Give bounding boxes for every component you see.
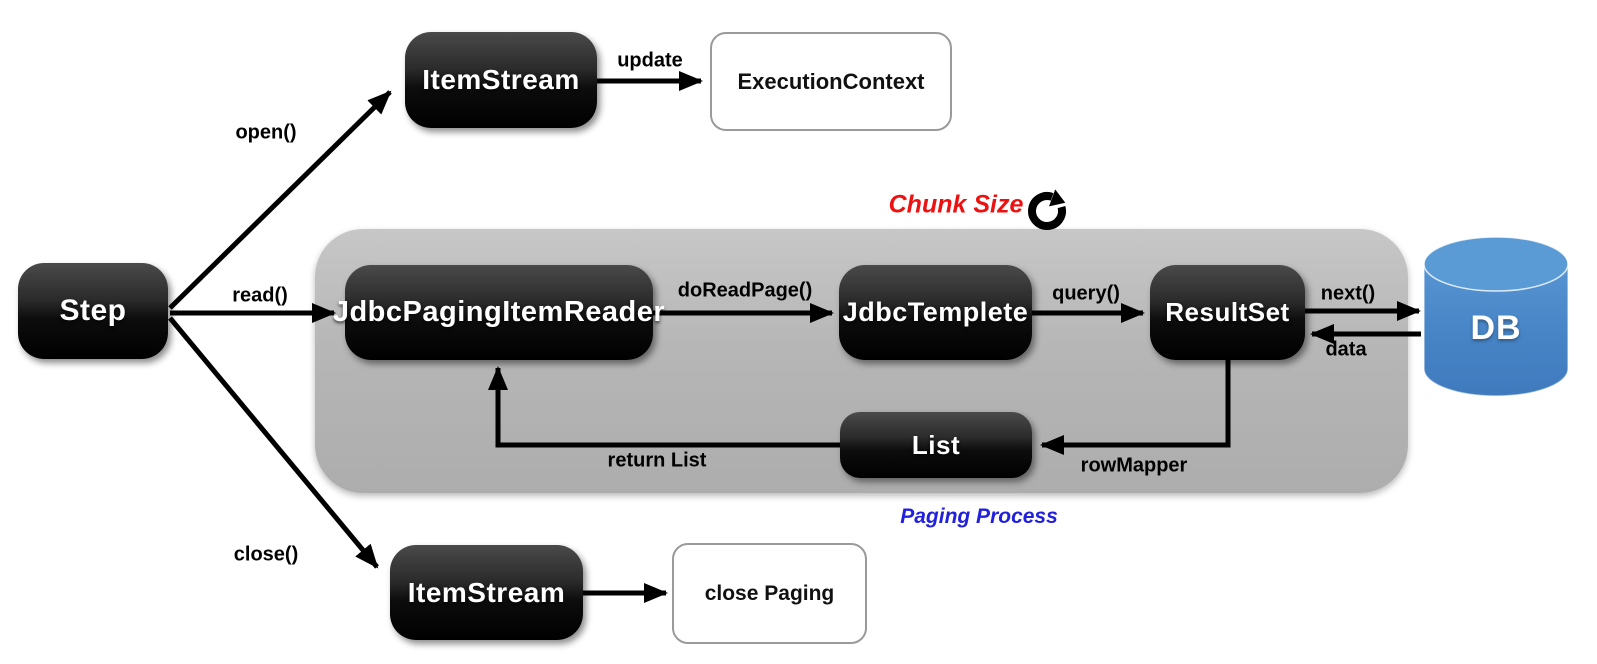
edge-label-query: query() [1052, 282, 1120, 305]
edge-label-read: read() [232, 284, 288, 307]
edge-label-next: next() [1320, 282, 1376, 305]
database-cylinder-icon [1423, 236, 1569, 397]
node-result-set-label: ResultSet [1165, 297, 1290, 327]
node-item-stream-top: ItemStream [405, 32, 597, 128]
edge-label-return-list: return List [607, 449, 707, 472]
edge-label-do-read-page: doReadPage() [677, 279, 813, 302]
node-step-label: Step [59, 294, 127, 327]
node-close-paging-label: close Paging [704, 581, 835, 605]
edge-label-row-mapper: rowMapper [1080, 454, 1188, 477]
node-jdbc-paging-item-reader: JdbcPagingItemReader [333, 265, 665, 360]
node-item-stream-top-label: ItemStream [422, 64, 580, 95]
node-item-stream-bottom: ItemStream [390, 545, 583, 640]
node-execution-context-label: ExecutionContext [737, 68, 925, 94]
paging-process-annotation: Paging Process [900, 505, 1058, 528]
edge-label-open: open() [235, 121, 297, 144]
chunk-size-annotation: Chunk Size [888, 190, 1024, 219]
node-db-label: DB [1470, 308, 1522, 347]
node-step: Step [18, 263, 168, 359]
node-item-stream-bottom-label: ItemStream [407, 576, 566, 608]
node-list: List [840, 412, 1032, 478]
node-result-set: ResultSet [1150, 265, 1305, 360]
edge-label-update: update [617, 49, 683, 72]
node-jdbc-paging-item-reader-label: JdbcPagingItemReader [332, 296, 666, 328]
loop-refresh-icon [1028, 189, 1066, 230]
node-close-paging: close Paging [672, 543, 867, 644]
edge-label-data: data [1325, 338, 1367, 361]
node-jdbc-templete: JdbcTemplete [839, 265, 1032, 360]
node-db: DB [1423, 236, 1569, 398]
node-execution-context: ExecutionContext [710, 32, 952, 131]
node-list-label: List [911, 429, 961, 460]
node-jdbc-templete-label: JdbcTemplete [842, 297, 1029, 327]
edge-label-close: close() [233, 543, 299, 566]
